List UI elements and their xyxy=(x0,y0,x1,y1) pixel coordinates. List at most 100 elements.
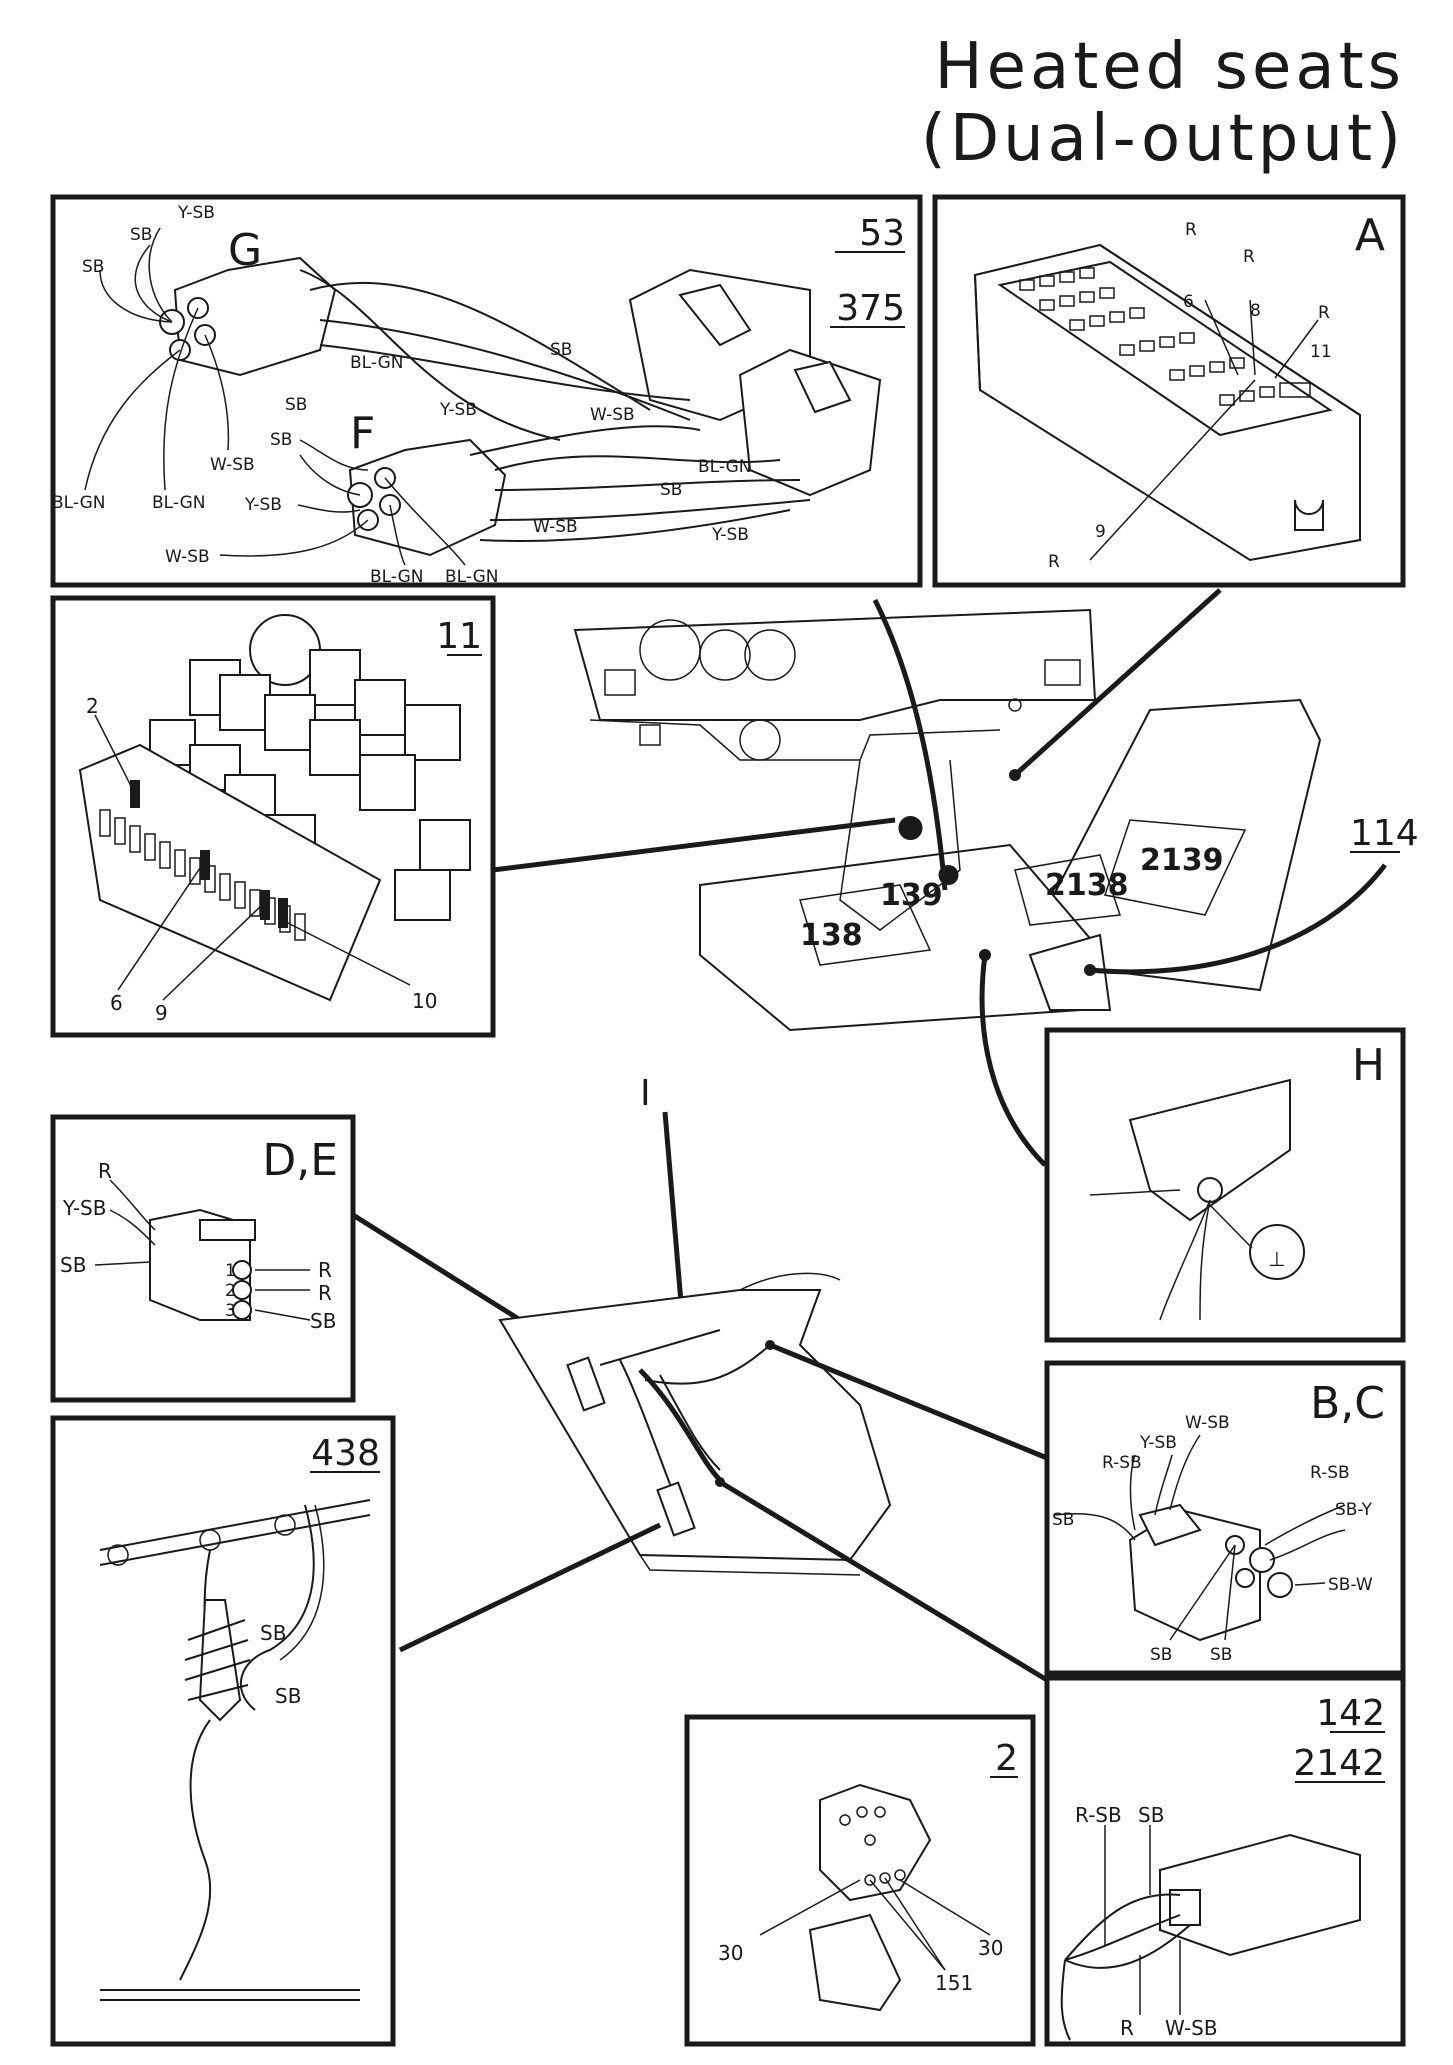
wire-label: Y-SB xyxy=(177,203,215,223)
wire-label: BL-GN xyxy=(445,567,498,587)
wire-label: SB xyxy=(82,257,104,277)
panel-142-2142: 142 2142 R-SB SB R W-SB xyxy=(1044,1675,1406,2047)
wire-label: R-SB xyxy=(1075,1803,1122,1827)
fuses xyxy=(99,780,306,941)
ignition-lock xyxy=(808,1913,902,2012)
fuse-callout: 9 xyxy=(155,1001,168,1025)
connector-f xyxy=(347,438,507,557)
wire-label: W-SB xyxy=(165,547,210,567)
leader-bc xyxy=(769,1342,1048,1461)
panel-2-label: 2 xyxy=(995,1738,1018,1779)
terminal-callout: 30 xyxy=(978,1936,1003,1960)
switch-375 xyxy=(738,348,882,497)
connector-f-label: F xyxy=(350,408,375,459)
wire-label: BL-GN xyxy=(152,493,205,513)
car-ref: 139 xyxy=(880,878,943,913)
connector-cavities xyxy=(1019,267,1311,406)
pin-label: R xyxy=(1318,303,1330,323)
seat-cushion xyxy=(699,843,1102,1032)
panel-de-label: D,E xyxy=(262,1135,338,1186)
pin-label: 11 xyxy=(1310,342,1332,362)
pin-number: 1 xyxy=(225,1261,236,1281)
wire-label: SB-Y xyxy=(1335,1500,1373,1520)
wire-label: R-SB xyxy=(1310,1463,1350,1483)
panel-11-relay-box: 11 2 6 9 10 xyxy=(50,595,496,1038)
wire-label: SB-W xyxy=(1328,1575,1373,1595)
car-interior-illustration: 139 138 2138 2139 114 xyxy=(573,588,1419,1167)
panel-frame xyxy=(50,1114,356,1403)
wire-label: SB xyxy=(1150,1645,1172,1665)
fuse-callout: 2 xyxy=(86,694,99,718)
wire-label: BL-GN xyxy=(370,567,423,587)
wire-label: SB xyxy=(270,430,292,450)
panel-de: D,E 1 2 3 R Y-SB SB R R SB xyxy=(50,1114,356,1403)
wire-label: BL-GN xyxy=(52,493,105,513)
leader-h xyxy=(979,954,1047,1167)
panel-frame xyxy=(684,1714,1036,2047)
wire-label: SB xyxy=(660,480,682,500)
leader-a xyxy=(1013,588,1222,777)
panel-switch-connectors-gf: G F 53 375 xyxy=(50,194,923,588)
pin-label: R xyxy=(1243,247,1255,267)
panel-h: H ⊥ xyxy=(1044,1027,1406,1343)
leader-142 xyxy=(718,1479,1049,1683)
wire-label: SB xyxy=(1138,1803,1164,1827)
wire-label: Y-SB xyxy=(62,1196,106,1220)
panel-frame xyxy=(1044,1360,1406,1676)
panel-2: 2 30 30 151 xyxy=(684,1714,1036,2047)
wire-label: SB xyxy=(550,340,572,360)
car-ref: 2138 xyxy=(1045,868,1129,903)
wire-label: BL-GN xyxy=(350,353,403,373)
page-title-line2: (Dual-output) xyxy=(921,102,1405,176)
panel-bc-label: B,C xyxy=(1310,1378,1385,1429)
terminal-callout: 30 xyxy=(718,1941,743,1965)
fuse-callout: 10 xyxy=(412,989,437,1013)
wire-label: SB xyxy=(60,1253,86,1277)
wire-label: SB xyxy=(1052,1510,1074,1530)
wire-label: W-SB xyxy=(1185,1413,1230,1433)
pin-label: 8 xyxy=(1250,301,1261,321)
panel-a-label: A xyxy=(1355,210,1385,261)
wire-label: SB xyxy=(1210,1645,1232,1665)
wire-label: W-SB xyxy=(533,517,578,537)
wire-label: R xyxy=(318,1258,332,1282)
terminal-callout: 151 xyxy=(935,1971,973,1995)
connector-g xyxy=(159,256,337,377)
leader-11 xyxy=(492,817,896,873)
panel-frame xyxy=(50,595,496,1038)
panel-frame xyxy=(1044,1675,1406,2047)
wire-label: R xyxy=(98,1159,112,1183)
leader-438 xyxy=(398,1522,662,1653)
panel-h-label: H xyxy=(1352,1040,1385,1091)
panel-a: A R R 6 8 R 11 9 R xyxy=(932,194,1406,588)
wire-label: BL-GN xyxy=(698,457,751,477)
wire-label: Y-SB xyxy=(1139,1433,1177,1453)
pin-label: R xyxy=(1185,220,1197,240)
pin-number: 2 xyxy=(225,1281,236,1301)
ref-114: 114 xyxy=(1350,813,1419,854)
wire-label: W-SB xyxy=(590,405,635,425)
panel-frame xyxy=(932,194,1406,588)
pin-label: R xyxy=(1048,552,1060,572)
wire-label: SB xyxy=(260,1621,286,1645)
panel-bc: B,C W-SB Y-SB R-SB R-SB SB-Y SB SB-W SB … xyxy=(1044,1360,1406,1676)
pin-number: 3 xyxy=(225,1301,236,1321)
panel-438: 438 SB SB xyxy=(50,1415,396,2047)
car-ref: 138 xyxy=(800,918,863,953)
panel-438-label: 438 xyxy=(311,1433,380,1474)
seat-frame-illustration: I xyxy=(398,1073,1049,1683)
wire-label: R xyxy=(318,1281,332,1305)
car-ref: 2139 xyxy=(1140,843,1224,878)
panel-frame xyxy=(50,1415,396,2047)
wire-label: Y-SB xyxy=(711,525,749,545)
wire-label: W-SB xyxy=(210,455,255,475)
panel-2142-label: 2142 xyxy=(1293,1743,1385,1784)
wire-label: Y-SB xyxy=(244,495,282,515)
wire-label: SB xyxy=(285,395,307,415)
panel-11-label: 11 xyxy=(436,616,482,657)
wire-label: SB xyxy=(130,225,152,245)
wire-label: R-SB xyxy=(1102,1453,1142,1473)
fuse-callout: 6 xyxy=(110,991,123,1015)
ground-symbol xyxy=(1249,1224,1305,1280)
